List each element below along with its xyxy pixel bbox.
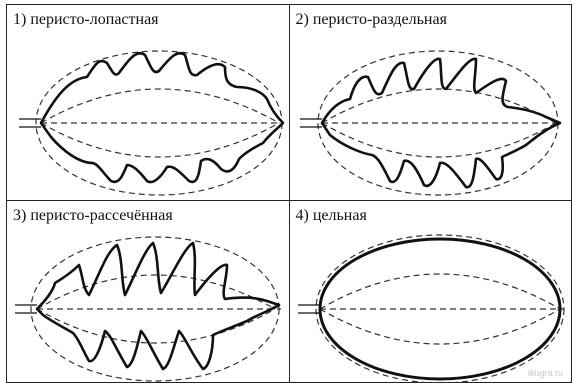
lobed-leaf-drawing	[7, 5, 288, 201]
panel-entire: 4) цельная ikugra.ru	[289, 201, 572, 383]
entire-leaf-drawing	[290, 201, 571, 383]
panel-dissected: 3) перисто-рассечённая	[7, 201, 290, 383]
dissected-leaf-drawing	[7, 201, 288, 383]
watermark: ikugra.ru	[528, 368, 563, 378]
panel-lobed: 1) перисто-лопастная	[7, 5, 290, 201]
leaf-types-table: 1) перисто-лопастная 2) перисто-раздельн…	[6, 4, 572, 383]
parted-leaf-drawing	[290, 5, 571, 201]
panel-parted: 2) перисто-раздельная	[289, 5, 572, 201]
